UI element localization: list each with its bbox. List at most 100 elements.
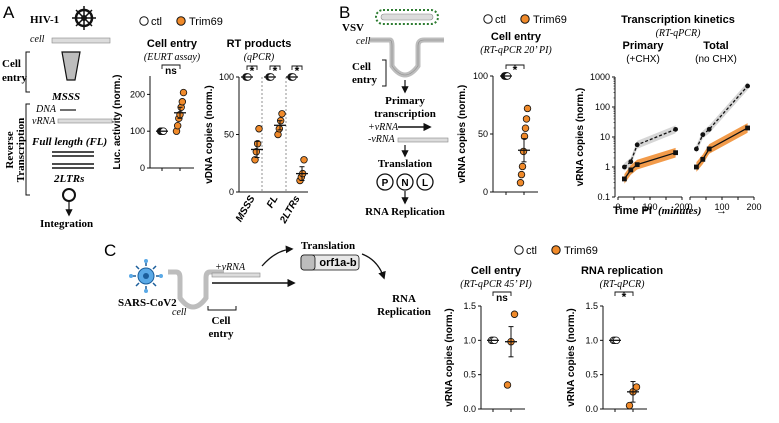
a-rt-0-sig-bracket	[246, 65, 258, 70]
c-entry-trim-point	[503, 381, 512, 389]
kinetics-xlabel-main: Time PI	[613, 205, 652, 217]
cell-entry-bracket-a	[25, 51, 30, 93]
c-entry-sig-label: ns	[496, 293, 508, 304]
rt-bracket-a	[25, 103, 30, 196]
c-rep-sig-label: *	[622, 290, 627, 304]
vsv-virion-icon	[375, 9, 439, 25]
membrane-c	[168, 269, 224, 310]
legend-a: ctl Trim69	[139, 16, 223, 28]
a-rt-1-sig-bracket	[269, 65, 281, 70]
c-rep-title: RNA replication	[581, 265, 663, 277]
kin-y-tick-label: 1	[605, 162, 610, 172]
c-rep-trim-point	[632, 383, 641, 391]
primary-sub: (+CHX)	[626, 54, 660, 65]
dna-label: DNA	[35, 104, 57, 115]
a-entry-y-tick-label: 100	[130, 126, 145, 136]
a-rt-category-label: MSSS	[234, 194, 258, 224]
b-entry-ylabel: vRNA copies (norm.)	[457, 85, 468, 184]
b-entry-trim-point	[517, 170, 526, 179]
vrna-bar-a	[57, 118, 113, 124]
kinetics-xlabel: Time PI (minutes) →	[613, 205, 727, 217]
cell-entry-bracket-b	[382, 59, 387, 87]
integration-label: Integration	[40, 218, 93, 230]
b-entry-trim-point	[522, 115, 531, 123]
c-rep-y-tick-label: 0.5	[585, 370, 598, 380]
a-rt-0-sig-label: *	[250, 64, 255, 78]
c-rep-sig-bracket	[614, 291, 634, 296]
a-entry-y-tick-label: 0	[140, 163, 145, 173]
kin-trim-point	[700, 156, 706, 162]
legend-c-ctl-label: ctl	[526, 245, 537, 257]
panel-a-letter: A	[3, 3, 15, 22]
kin-x-tick-label: 200	[746, 202, 761, 212]
a-rt-trim-point	[275, 125, 284, 133]
translation-b: Translation	[378, 158, 432, 170]
a-rt-trim-point	[253, 139, 262, 148]
kin-ctl-point	[700, 132, 706, 138]
membrane-b	[370, 37, 444, 78]
kin-x-tick-label: 0	[615, 202, 620, 212]
kinetics-subtitle: (RT-qPCR)	[656, 28, 701, 39]
a-rt-1-sig-label: *	[273, 64, 278, 78]
c-rep-ylabel: vRNA copies (norm.)	[566, 308, 577, 407]
plus-vrna-c: +vRNA	[215, 262, 246, 273]
kin-band	[624, 147, 676, 184]
cell-label-a: cell	[30, 34, 45, 45]
cell-entry-bracket-c	[207, 306, 237, 311]
legend-b-trim-label: Trim69	[533, 14, 567, 26]
b-entry-trim-point	[516, 179, 525, 187]
c-entry-title: Cell entry	[471, 265, 522, 277]
c-entry-subtitle: (RT-qPCR 45’ PI)	[460, 279, 532, 290]
a-rt-category-label: 2LTRs	[278, 194, 303, 227]
kinetics-xlabel-arrow: →	[716, 205, 727, 217]
vsv-label: VSV	[342, 22, 364, 34]
kin-ctl-point	[694, 146, 699, 152]
total-sub: (no CHX)	[695, 54, 737, 65]
kin-ctl-point	[634, 142, 640, 148]
cell-entry-b-1: Cell	[352, 61, 371, 73]
a-rt-trim-point	[251, 156, 259, 164]
legend-trim-marker	[176, 16, 186, 26]
rna-replication-b: RNA Replication	[365, 206, 445, 218]
hiv-virion-icon	[72, 6, 96, 30]
b-entry-subtitle: (RT-qPCR 20’ PI)	[480, 45, 552, 56]
b-entry-y-tick-label: 0	[483, 187, 488, 197]
kin-ctl-point	[622, 164, 627, 170]
reverse-label: Reverse	[4, 131, 16, 168]
kin-y-tick-label: 0.1	[597, 192, 610, 202]
kin-trim-point	[706, 146, 712, 152]
rna-replication-c-2: Replication	[377, 306, 431, 318]
a-entry-sig-bracket	[161, 64, 181, 69]
legend-c-trim-label: Trim69	[564, 245, 598, 257]
total-label: Total	[703, 40, 728, 52]
kin-band	[624, 125, 676, 171]
membrane-b-outline	[370, 39, 444, 76]
sars-label: SARS-CoV2	[118, 297, 177, 309]
b-entry-sig-bracket	[505, 64, 525, 69]
arrow-c-translation	[261, 245, 294, 267]
rna-replication-c-1: RNA	[392, 293, 416, 305]
kin-trim-point	[673, 150, 678, 156]
a-rt-subtitle: (qPCR)	[244, 52, 275, 63]
legend-c-trim-marker	[551, 245, 561, 255]
cell-entry-a-1: Cell	[2, 58, 21, 70]
legend-ctl-marker	[139, 16, 149, 26]
kinetics-title: Transcription kinetics	[621, 14, 735, 26]
sars-cov2-icon	[129, 259, 163, 293]
capsid-icon	[61, 51, 81, 81]
cell-entry-a-2: entry	[2, 72, 28, 84]
protein-n: N	[401, 178, 408, 189]
a-rt-trim-point	[300, 156, 308, 164]
b-entry-y-tick-label: 100	[473, 71, 488, 81]
vrna-label-a: vRNA	[32, 116, 56, 127]
orf-cap	[300, 254, 316, 271]
circle-dna-icon	[62, 188, 76, 217]
kinetics-xlabel-unit: (minutes)	[658, 205, 701, 217]
transcription-label: Transcription	[15, 118, 27, 183]
arrow-c-replication	[361, 253, 386, 280]
a-rt-y-tick-label: 50	[224, 130, 234, 140]
cell-label-b: cell	[356, 36, 371, 47]
